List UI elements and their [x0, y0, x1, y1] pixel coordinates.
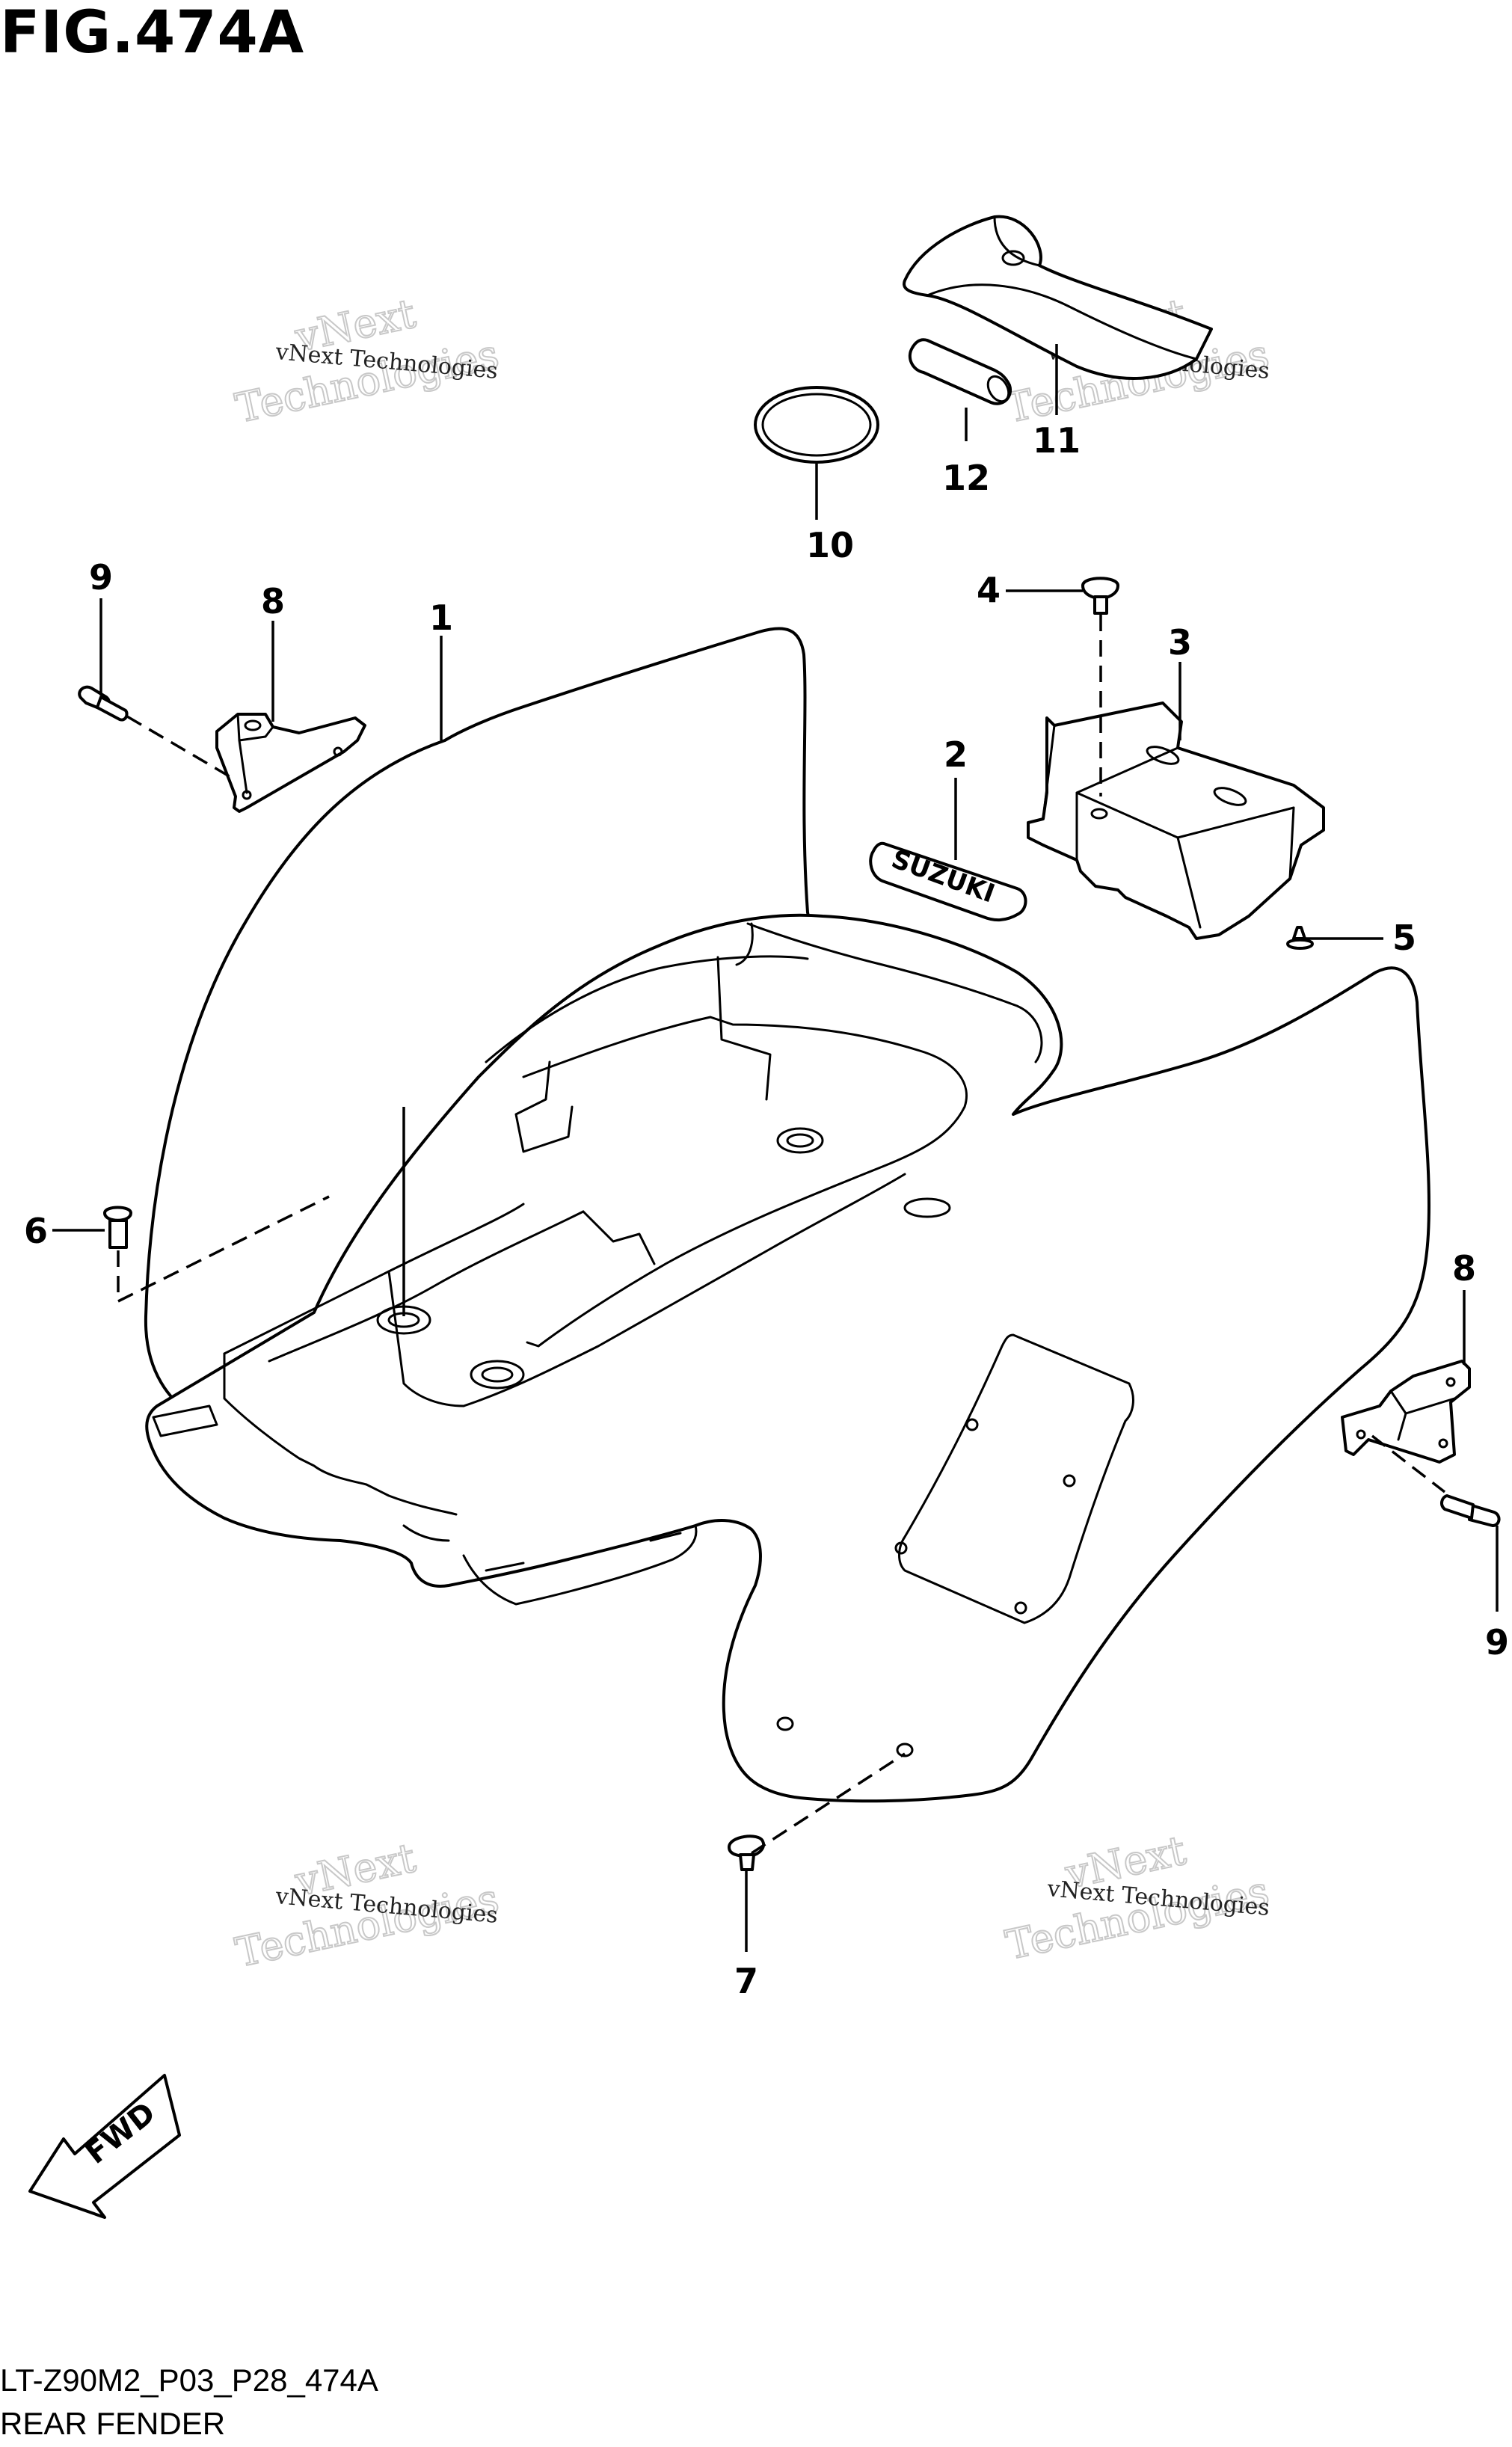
- callout-12: 12: [942, 458, 990, 498]
- callouts: 9 8 1 2 4 3 5 10 12 11 6 7 8 9: [24, 420, 1509, 2001]
- watermark-bottom-left: Technologies vNext vNext Technologies: [231, 1833, 504, 1977]
- part-9-bolt-left: [78, 685, 129, 722]
- part-5-screw: [1286, 926, 1314, 950]
- figure-title: FIG.474A: [0, 0, 305, 67]
- assembly-lines: [117, 615, 1446, 1855]
- callout-5: 5: [1392, 918, 1416, 958]
- callout-11: 11: [1033, 420, 1081, 461]
- callout-7: 7: [734, 1961, 758, 2001]
- callout-4: 4: [977, 570, 1001, 610]
- fwd-arrow-icon: FWD: [28, 2074, 181, 2219]
- part-3-tray: [1027, 701, 1325, 940]
- part-8-bracket-left: [215, 713, 366, 813]
- callout-8-left: 8: [261, 581, 285, 621]
- part-11-cover: [903, 215, 1213, 381]
- callout-3: 3: [1168, 622, 1192, 663]
- part-6-bolt: [103, 1206, 132, 1249]
- callout-9-left: 9: [89, 557, 113, 598]
- assembly-line-8-9-right: [1371, 1434, 1446, 1493]
- assembly-line-6: [117, 1195, 330, 1304]
- callout-1: 1: [429, 598, 453, 638]
- part-1-rear-fender: [144, 627, 1430, 1803]
- assembly-line-7: [751, 1752, 906, 1855]
- figure-code: LT-Z90M2_P03_P28_474A: [0, 2362, 378, 2398]
- part-12-cushion: [908, 338, 1012, 405]
- part-10-o-ring: [754, 386, 879, 464]
- assembly-line-9-8-left: [126, 715, 233, 779]
- part-4-clip: [1081, 577, 1119, 615]
- callout-2: 2: [944, 734, 968, 775]
- part-9-bolt-right: [1440, 1494, 1501, 1527]
- part-7-clip: [728, 1835, 766, 1871]
- callout-9-right: 9: [1485, 1622, 1509, 1662]
- callout-6: 6: [24, 1211, 48, 1251]
- figure-name: REAR FENDER: [0, 2406, 226, 2441]
- part-8-bracket-right: [1341, 1360, 1471, 1464]
- leader-lines: [52, 344, 1499, 1952]
- watermark-bottom-right: Technologies vNext vNext Technologies: [1001, 1826, 1274, 1969]
- callout-10: 10: [806, 525, 854, 565]
- callout-8-right: 8: [1452, 1248, 1476, 1289]
- watermark-top-left: Technologies vNext vNext Technologies: [231, 289, 504, 432]
- part-2-emblem: SUZUKI: [869, 841, 1027, 922]
